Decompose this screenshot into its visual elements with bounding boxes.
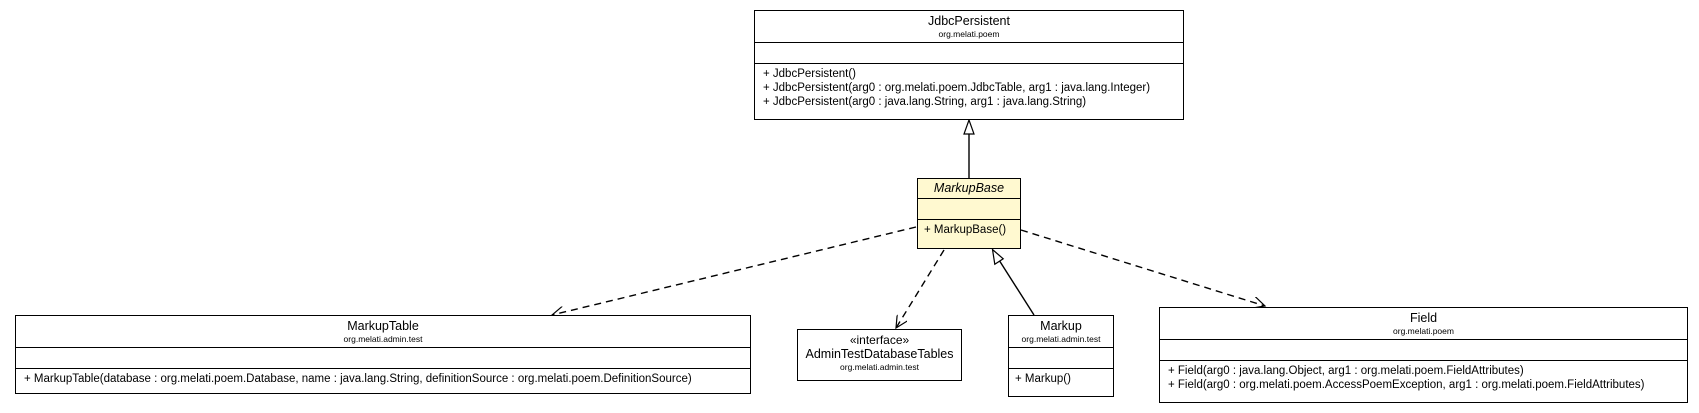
- class-name: JdbcPersistent: [928, 14, 1010, 28]
- attributes-compartment: [918, 198, 1020, 219]
- class-header: MarkupBase: [918, 179, 1020, 198]
- class-stereotype: «interface»: [849, 333, 910, 347]
- generalization-markup-to-markupbase: [998, 259, 1035, 316]
- class-field[interactable]: Field org.melati.poem + Field(arg0 : jav…: [1159, 307, 1688, 403]
- attributes-compartment: [1009, 347, 1113, 368]
- attributes-compartment: [755, 42, 1183, 63]
- class-header: Markup org.melati.admin.test: [1009, 316, 1113, 347]
- class-package: org.melati.admin.test: [1021, 334, 1101, 344]
- class-markuptable[interactable]: MarkupTable org.melati.admin.test + Mark…: [15, 315, 751, 394]
- attributes-compartment: [1160, 339, 1687, 360]
- class-name: MarkupBase: [933, 181, 1005, 195]
- class-package: org.melati.poem: [1393, 326, 1454, 336]
- class-name: Markup: [1040, 319, 1082, 333]
- operations-compartment: + MarkupTable(database : org.melati.poem…: [16, 368, 750, 389]
- operation: + JdbcPersistent(): [763, 68, 856, 80]
- class-markupbase[interactable]: MarkupBase + MarkupBase(): [917, 178, 1021, 249]
- attributes-compartment: [16, 347, 750, 368]
- dependency-markupbase-to-field: [1020, 229, 1265, 306]
- class-header: «interface» AdminTestDatabaseTables org.…: [798, 330, 961, 375]
- operation: + MarkupTable(database : org.melati.poem…: [24, 373, 692, 385]
- class-header: Field org.melati.poem: [1160, 308, 1687, 339]
- operation: + Field(arg0 : java.lang.Object, arg1 : …: [1168, 365, 1524, 377]
- operation: + Field(arg0 : org.melati.poem.AccessPoe…: [1168, 379, 1645, 391]
- dependency-markupbase-to-admintestdatabasetables: [896, 249, 945, 328]
- class-markup[interactable]: Markup org.melati.admin.test + Markup(): [1008, 315, 1114, 397]
- dependency-markupbase-to-markuptable: [552, 226, 917, 315]
- operation: + JdbcPersistent(arg0 : java.lang.String…: [763, 96, 1087, 108]
- class-header: JdbcPersistent org.melati.poem: [755, 11, 1183, 42]
- operations-compartment: + MarkupBase(): [918, 219, 1020, 240]
- operations-compartment: + Field(arg0 : java.lang.Object, arg1 : …: [1160, 360, 1687, 395]
- operations-compartment: + Markup(): [1009, 368, 1113, 389]
- operation: + Markup(): [1015, 373, 1071, 385]
- operation: + MarkupBase(): [924, 224, 1007, 236]
- class-package: org.melati.poem: [938, 29, 1000, 39]
- class-package: org.melati.admin.test: [840, 362, 919, 372]
- class-name: MarkupTable: [347, 319, 419, 333]
- operations-compartment: + JdbcPersistent() + JdbcPersistent(arg0…: [755, 63, 1183, 112]
- class-name: Field: [1409, 311, 1438, 325]
- class-package: org.melati.admin.test: [343, 334, 423, 344]
- generalization-arrowhead: [991, 247, 1005, 266]
- class-jdbcpersistent[interactable]: JdbcPersistent org.melati.poem + JdbcPer…: [754, 10, 1184, 120]
- operation: + JdbcPersistent(arg0 : org.melati.poem.…: [763, 82, 1151, 94]
- class-header: MarkupTable org.melati.admin.test: [16, 316, 750, 347]
- interface-admintestdatabasetables[interactable]: «interface» AdminTestDatabaseTables org.…: [797, 329, 962, 381]
- generalization-arrowhead: [963, 118, 975, 135]
- class-name: AdminTestDatabaseTables: [805, 347, 954, 361]
